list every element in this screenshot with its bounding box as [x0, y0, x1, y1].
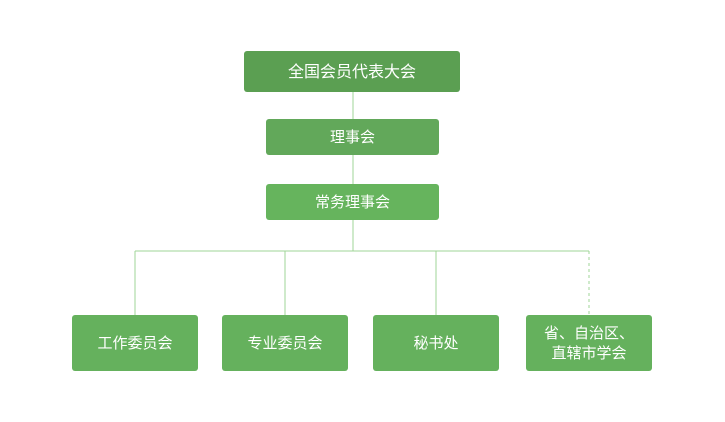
- node-work-committee-label: 工作委员会: [97, 333, 173, 352]
- node-national-congress: 全国会员代表大会: [244, 51, 460, 92]
- node-council: 理事会: [266, 119, 439, 155]
- node-secretariat-label: 秘书处: [413, 333, 459, 352]
- node-provincial-societies-label: 省、自治区、 直辖市学会: [543, 323, 634, 362]
- node-professional-committee: 专业委员会: [222, 315, 348, 371]
- node-executive-council: 常务理事会: [266, 184, 439, 220]
- node-national-congress-label: 全国会员代表大会: [287, 61, 416, 81]
- node-secretariat: 秘书处: [373, 315, 499, 371]
- node-provincial-societies: 省、自治区、 直辖市学会: [526, 315, 652, 371]
- node-work-committee: 工作委员会: [72, 315, 198, 371]
- node-executive-council-label: 常务理事会: [314, 192, 390, 211]
- node-professional-committee-label: 专业委员会: [247, 333, 323, 352]
- node-council-label: 理事会: [329, 127, 375, 146]
